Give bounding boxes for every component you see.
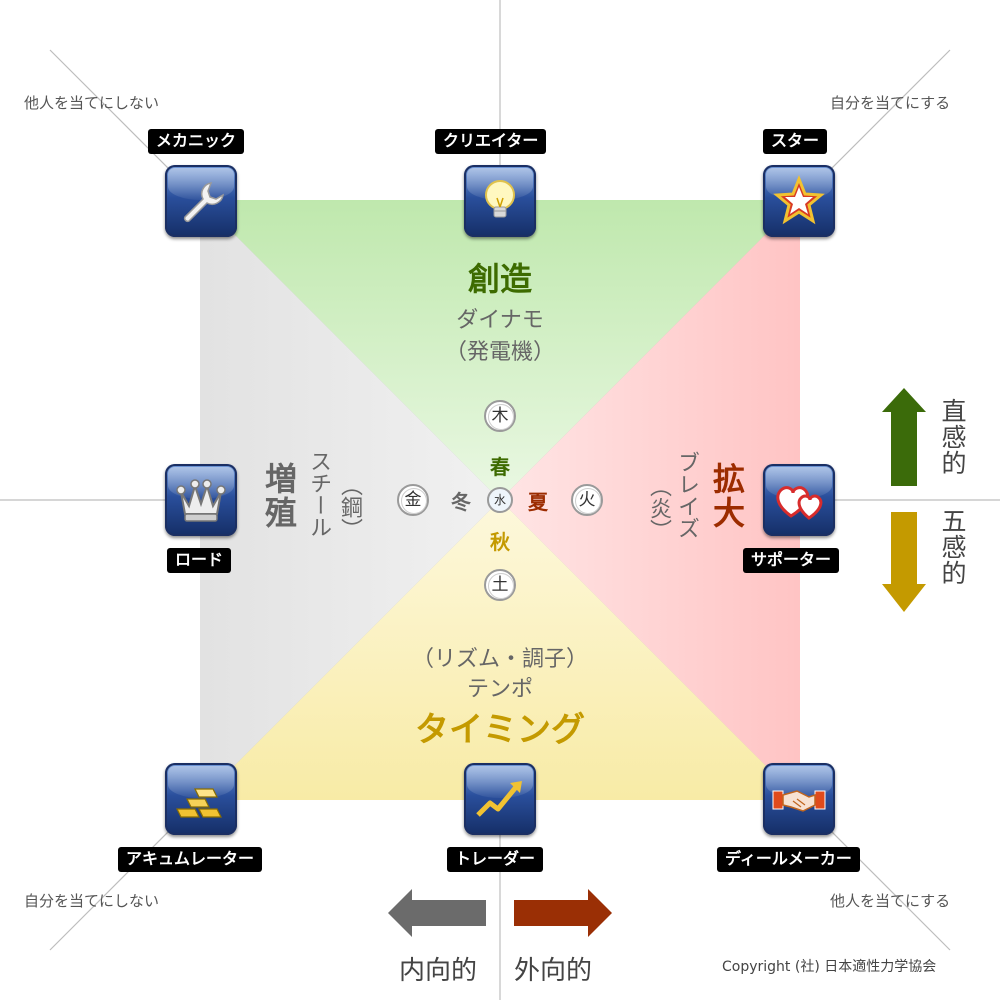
quadrant-left-sub1: スチール: [306, 450, 331, 538]
quadrant-top-sub1: ダイナモ: [456, 308, 544, 333]
supporter-tile: [763, 464, 835, 536]
element-metal: 金: [397, 484, 429, 516]
corner-top-right-caption: 自分を当てにする: [830, 94, 951, 112]
mechanic-tile: [165, 165, 237, 237]
quadrant-left-title: 増殖: [260, 462, 298, 530]
dealmaker-tile: [763, 763, 835, 835]
lord-tile: [165, 464, 237, 536]
role-label-accumulator: アキュムレーター: [118, 847, 263, 872]
trend-arrow-icon: [476, 781, 522, 817]
star-tile: [763, 165, 835, 237]
season-autumn: 秋: [490, 530, 510, 554]
crown-icon: [176, 479, 226, 522]
quadrant-top-creation: [200, 200, 800, 500]
quadrant-left-sub2: （鋼）: [337, 474, 362, 540]
role-label-lord: ロード: [167, 548, 232, 573]
intuitive-arrow: [882, 388, 926, 486]
season-spring: 春: [490, 455, 510, 479]
corner-bottom-right-caption: 他人を当てにする: [830, 892, 951, 910]
five-senses-arrow: [882, 512, 926, 612]
copyright-text: Copyright (社) 日本適性力学協会: [722, 959, 937, 975]
element-water: 水: [487, 487, 513, 513]
corner-top-left-caption: 他人を当てにしない: [24, 94, 160, 112]
role-label-star: スター: [763, 129, 828, 154]
creator-tile: [464, 165, 536, 237]
role-label-dealmaker: ディールメーカー: [717, 847, 860, 872]
gold-bars-icon: [176, 788, 222, 818]
season-summer: 夏: [528, 490, 548, 514]
quadrant-bottom-sub1: テンポ: [466, 677, 534, 702]
role-label-supporter: サポーター: [743, 548, 840, 573]
legend-introvert: 内向的: [399, 956, 478, 986]
role-label-trader: トレーダー: [447, 847, 544, 872]
quadrant-right-title: 拡大: [708, 462, 746, 530]
hearts-icon: [776, 486, 823, 520]
role-label-mechanic: メカニック: [148, 129, 245, 154]
corner-bottom-left-caption: 自分を当てにしない: [24, 892, 160, 910]
introvert-arrow: [388, 889, 486, 937]
quadrant-right-expansion: [500, 200, 800, 800]
quadrant-bottom-title: タイミング: [415, 710, 585, 750]
extrovert-arrow: [514, 889, 612, 937]
quadrant-top-sub2: （発電機）: [444, 340, 556, 365]
quadrant-bottom-timing: [200, 500, 800, 800]
accumulator-tile: [165, 763, 237, 835]
role-label-creator: クリエイター: [435, 129, 547, 154]
element-wood: 木: [484, 400, 516, 432]
star-icon: [773, 174, 825, 225]
quadrant-bottom-sub2: （リズム・調子）: [411, 647, 589, 672]
element-fire: 火: [571, 484, 603, 516]
element-earth: 土: [484, 569, 516, 601]
quadrant-left-proliferation: [200, 200, 500, 800]
legend-extrovert: 外向的: [514, 956, 593, 986]
trader-tile: [464, 763, 536, 835]
handshake-icon: [772, 790, 826, 812]
legend-intuitive: 直感的: [938, 398, 967, 476]
wrench-icon: [183, 182, 224, 223]
quadrant-right-sub2: （炎）: [646, 475, 671, 541]
quadrant-right-sub1: ブレイズ: [674, 451, 699, 539]
lightbulb-icon: [485, 180, 515, 218]
legend-five-senses: 五感的: [938, 508, 967, 586]
season-winter: 冬: [451, 490, 471, 514]
quadrant-top-title: 創造: [467, 260, 533, 298]
